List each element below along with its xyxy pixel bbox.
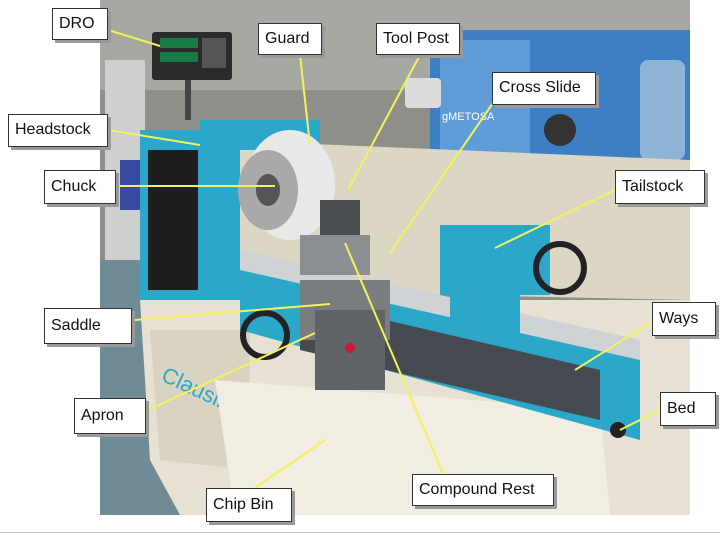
left-machine-blue-part — [120, 160, 140, 210]
label-chip-bin: Chip Bin — [206, 488, 292, 522]
apron-red-knob — [345, 343, 355, 353]
dro-screen-z — [160, 52, 198, 62]
label-cross-slide: Cross Slide — [492, 72, 596, 105]
background-brand-plate: gMETOSA — [442, 111, 495, 123]
tailstock-body — [440, 225, 550, 295]
label-ways: Ways — [652, 302, 716, 336]
dro-mount-arm — [185, 80, 191, 120]
label-compound-rest: Compound Rest — [412, 474, 554, 506]
bottom-rule — [0, 532, 720, 541]
work-lamp — [405, 78, 441, 108]
tailstock-base — [450, 290, 520, 335]
cross-slide-body — [300, 235, 370, 275]
label-bed: Bed — [660, 392, 716, 426]
background-chuck-shape — [544, 114, 576, 146]
headstock-control-panel — [148, 150, 198, 290]
label-saddle: Saddle — [44, 308, 132, 344]
dro-keypad — [202, 38, 226, 68]
label-dro: DRO — [52, 8, 108, 40]
chuck-center — [256, 174, 280, 206]
label-headstock: Headstock — [8, 114, 108, 147]
label-apron: Apron — [74, 398, 146, 434]
label-guard: Guard — [258, 23, 322, 55]
label-chuck: Chuck — [44, 170, 116, 204]
tool-post-body — [320, 200, 360, 235]
label-tailstock: Tailstock — [615, 170, 705, 204]
background-cnc-window — [640, 60, 685, 160]
dro-screen-x — [160, 38, 198, 48]
bed-end-badge — [610, 422, 626, 438]
label-tool-post: Tool Post — [376, 23, 460, 55]
